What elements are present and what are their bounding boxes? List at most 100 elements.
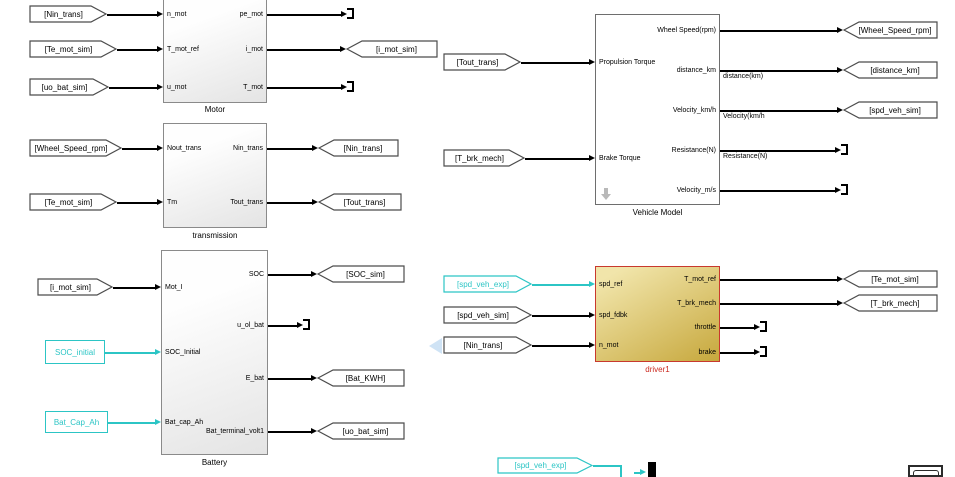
signal-wire[interactable] [532,315,589,317]
arrowhead [754,324,760,330]
terminator-block[interactable] [760,346,767,357]
battery-subsystem-block[interactable]: Mot_I SOC_Initial Bat_cap_Ah SOC u_ol_ba… [161,250,268,455]
signal-wire[interactable] [268,325,297,327]
scope-screen-icon [913,470,939,475]
goto-tag-uo-bat-sim[interactable]: [uo_bat_sim] [317,422,405,440]
navigate-down-arrow-icon[interactable] [604,188,608,194]
arrowhead [837,67,843,73]
terminator-block[interactable] [303,319,310,330]
goto-tag-tout-trans[interactable]: [Tout_trans] [318,193,402,211]
block-name-transmission[interactable]: transmission [192,231,238,240]
signal-wire[interactable] [720,190,835,192]
from-tag-wheel-speed-rpm[interactable]: [Wheel_Speed_rpm] [29,139,122,157]
signal-label-resistance[interactable]: Resistance(N) [723,153,768,160]
signal-label-distance[interactable]: distance(km) [723,73,764,80]
signal-wire[interactable] [107,14,158,16]
arrowhead [311,428,317,434]
block-name-motor[interactable]: Motor [204,105,226,114]
signal-wire[interactable] [532,284,589,286]
arrowhead [837,107,843,113]
signal-label-velocity[interactable]: Velocity(km/h [723,113,765,120]
signal-wire[interactable] [105,352,155,354]
terminator-block[interactable] [347,8,354,19]
signal-wire[interactable] [109,87,158,89]
signal-wire[interactable] [113,287,155,289]
goto-tag-soc-sim[interactable]: [SOC_sim] [317,265,405,283]
from-tag-label: [spd_veh_exp] [514,461,567,470]
from-tag-label: [T_brk_mech] [455,153,504,163]
goto-tag-wheel-speed-rpm[interactable]: [Wheel_Speed_rpm] [843,21,938,39]
signal-wire[interactable] [268,431,311,433]
signal-wire[interactable] [593,465,621,467]
vehicle-model-subsystem-block[interactable]: Propulsion Torque Brake Torque Wheel Spe… [595,14,720,205]
navigate-down-arrow-icon[interactable] [601,194,611,200]
port-label: u_ol_bat [237,322,264,329]
signal-wire[interactable] [720,327,754,329]
terminator-block[interactable] [841,184,848,195]
arrowhead [312,199,318,205]
signal-wire[interactable] [525,158,589,160]
signal-wire[interactable] [267,202,312,204]
constant-block-soc-initial[interactable]: SOC_initial [45,340,105,364]
signal-wire[interactable] [267,14,341,16]
signal-wire[interactable] [532,345,589,347]
signal-wire[interactable] [720,30,837,32]
mux-block[interactable] [648,462,656,477]
signal-wire[interactable] [620,465,622,477]
signal-wire[interactable] [720,303,837,305]
terminator-block[interactable] [841,144,848,155]
port-label: Propulsion Torque [599,59,656,66]
arrowhead [311,271,317,277]
port-label: T_mot_ref [167,46,199,53]
goto-tag-spd-veh-sim[interactable]: [spd_veh_sim] [843,101,938,119]
driver1-subsystem-block[interactable]: spd_ref spd_fdbk n_mot T_mot_ref T_brk_m… [595,266,720,362]
from-tag-spd-veh-exp-bottom[interactable]: [spd_veh_exp] [497,457,593,474]
goto-tag-nin-trans[interactable]: [Nin_trans] [318,139,399,157]
signal-wire[interactable] [521,62,589,64]
signal-wire[interactable] [720,279,837,281]
transmission-subsystem-block[interactable]: Nout_trans Tm Nin_trans Tout_trans [163,123,267,228]
goto-tag-t-brk-mech[interactable]: [T_brk_mech] [843,294,938,312]
port-label: Bat_cap_Ah [165,419,204,426]
signal-wire[interactable] [108,422,155,424]
signal-wire[interactable] [117,49,158,51]
signal-wire[interactable] [634,472,642,474]
scope-block[interactable] [908,465,943,477]
signal-wire[interactable] [268,274,311,276]
goto-tag-bat-kwh[interactable]: [Bat_KWH] [317,369,405,387]
goto-tag-distance-km[interactable]: [distance_km] [843,61,938,79]
from-tag-te-mot-sim-motor[interactable]: [Te_mot_sim] [29,40,117,58]
arrowhead [589,342,595,348]
signal-wire[interactable] [720,70,837,72]
from-tag-uo-bat-sim-motor[interactable]: [uo_bat_sim] [29,78,109,96]
from-tag-i-mot-sim[interactable]: [i_mot_sim] [37,278,113,296]
block-name-battery[interactable]: Battery [201,458,228,467]
from-tag-label: [Nin_trans] [463,340,503,350]
signal-wire[interactable] [720,352,754,354]
signal-wire[interactable] [267,148,312,150]
from-tag-tout-trans[interactable]: [Tout_trans] [443,53,521,71]
motor-subsystem-block[interactable]: n_mot T_mot_ref u_mot pe_mot i_mot T_mot [163,0,267,103]
arrowhead [157,84,163,90]
from-tag-nin-trans-driver[interactable]: [Nin_trans] [443,336,532,354]
from-tag-spd-veh-sim[interactable]: [spd_veh_sim] [443,306,532,324]
goto-tag-te-mot-sim[interactable]: [Te_mot_sim] [843,270,938,288]
from-tag-t-brk-mech[interactable]: [T_brk_mech] [443,149,525,167]
goto-tag-i-mot-sim[interactable]: [i_mot_sim] [346,40,438,58]
signal-wire[interactable] [720,110,837,112]
terminator-block[interactable] [347,81,354,92]
signal-wire[interactable] [117,202,158,204]
signal-wire[interactable] [720,150,835,152]
from-tag-te-mot-sim-trans[interactable]: [Te_mot_sim] [29,193,117,211]
block-name-driver1[interactable]: driver1 [645,365,670,374]
signal-wire[interactable] [267,87,341,89]
signal-wire[interactable] [267,49,340,51]
signal-wire[interactable] [268,378,311,380]
terminator-block[interactable] [760,321,767,332]
signal-wire[interactable] [122,148,158,150]
port-label: throttle [694,324,716,331]
constant-block-bat-cap-ah[interactable]: Bat_Cap_Ah [45,411,108,433]
block-name-vehicle-model[interactable]: Vehicle Model [632,208,683,217]
from-tag-spd-veh-exp[interactable]: [spd_veh_exp] [443,275,532,293]
from-tag-nin-trans-motor[interactable]: [Nin_trans] [29,5,107,23]
